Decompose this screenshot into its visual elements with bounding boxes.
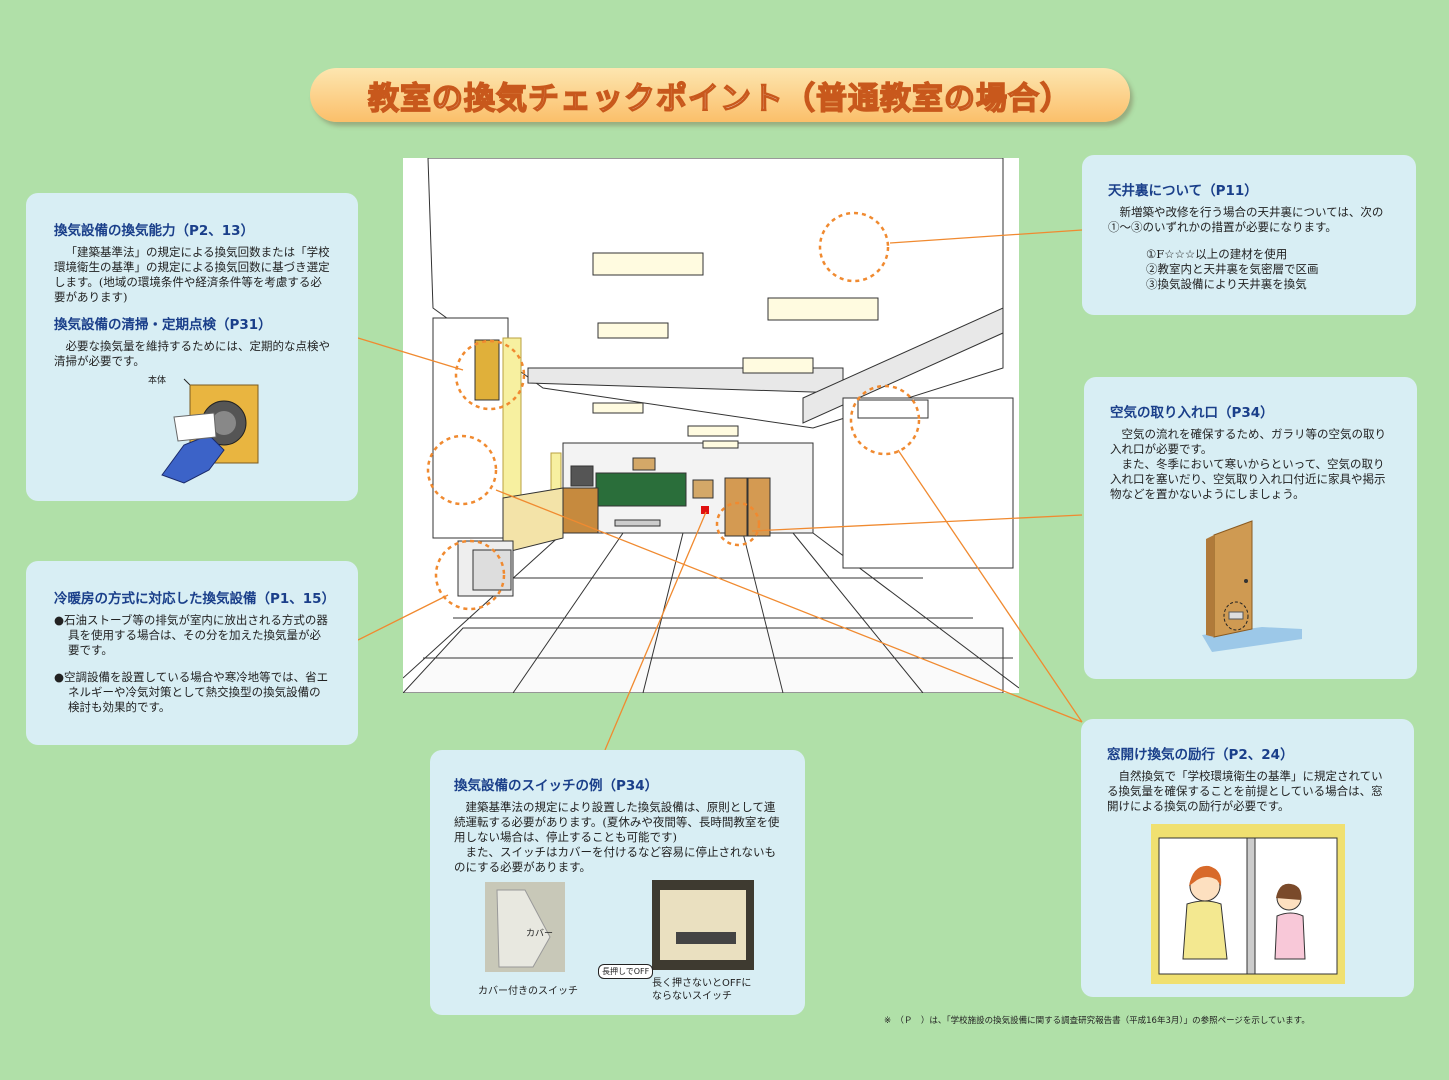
text-cleaning: 必要な換気量を維持するためには、定期的な点検や清掃が必要です。 bbox=[54, 339, 330, 368]
page-title: 教室の換気チェックポイント（普通教室の場合） bbox=[367, 80, 1072, 117]
bullet-aircon: ●空調設備を設置している場合や寒冷地等では、省エネルギーや冷気対策として熱交換型… bbox=[54, 670, 329, 714]
heading-window: 窓開け換気の励行（P2、24） bbox=[1107, 747, 1294, 763]
window-opening-illustration bbox=[1151, 824, 1345, 984]
text-window: 自然換気で「学校環境衛生の基準」に規定されている換気量を確保することを前提として… bbox=[1107, 769, 1383, 813]
card-ceiling-space: 天井裏について（P11） 新増築や改修を行う場合の天井裏については、次の①～③の… bbox=[1082, 155, 1416, 315]
heading-cleaning: 換気設備の清掃・定期点検（P31） bbox=[54, 317, 272, 333]
caption-long-press-1: 長く押さないとOFFに bbox=[652, 978, 752, 989]
list-item: ②教室内と天井裏を気密層で区画 bbox=[1146, 262, 1319, 276]
caption-cover-switch: カバー付きのスイッチ bbox=[478, 986, 578, 997]
text-ceiling: 新増築や改修を行う場合の天井裏については、次の①～③のいずれかの措置が必要になり… bbox=[1108, 205, 1384, 234]
long-press-label: 長押しでOFF bbox=[598, 964, 654, 979]
door-intake-illustration bbox=[1202, 520, 1302, 652]
heading-intake: 空気の取り入れ口（P34） bbox=[1110, 405, 1274, 421]
card-hvac-ventilation: 冷暖房の方式に対応した換気設備（P1、15） ●石油ストーブ等の排気が室内に放出… bbox=[26, 561, 358, 745]
text-intake-1: 空気の流れを確保するため、ガラリ等の空気の取り入れ口が必要です。 bbox=[1110, 427, 1386, 456]
list-item: ③換気設備により天井裏を換気 bbox=[1146, 277, 1307, 291]
heading-switch: 換気設備のスイッチの例（P34） bbox=[454, 778, 659, 794]
text-switch-2: また、スイッチはカバーを付けるなど容易に停止されないものにする必要があります。 bbox=[454, 845, 776, 874]
cover-switch-photo bbox=[485, 882, 565, 972]
heading-hvac: 冷暖房の方式に対応した換気設備（P1、15） bbox=[54, 591, 336, 607]
title-banner: 教室の換気チェックポイント（普通教室の場合） bbox=[310, 68, 1130, 122]
card-ventilation-capacity: 換気設備の換気能力（P2、13） 「建築基準法」の規定による換気回数または「学校… bbox=[26, 193, 358, 501]
long-press-switch-photo bbox=[652, 880, 754, 970]
fan-cleaning-illustration bbox=[161, 378, 259, 484]
caption-long-press-2: ならないスイッチ bbox=[652, 991, 732, 1002]
heading-capacity: 換気設備の換気能力（P2、13） bbox=[54, 223, 255, 239]
card-switch-example: 換気設備のスイッチの例（P34） 建築基準法の規定により設置した換気設備は、原則… bbox=[430, 750, 805, 1015]
bullet-stove: ●石油ストーブ等の排気が室内に放出される方式の器具を使用する場合は、その分を加え… bbox=[54, 613, 328, 657]
fan-body-label: 本体 bbox=[148, 376, 167, 386]
text-intake-2: また、冬季において寒いからといって、空気の取り入れ口を塞いだり、空気取り入れ口付… bbox=[1110, 457, 1386, 501]
cover-label: カバー bbox=[526, 929, 554, 939]
classroom-illustration bbox=[401, 157, 1020, 694]
heading-ceiling: 天井裏について（P11） bbox=[1108, 183, 1258, 199]
ceiling-measures-list: ①F☆☆☆以上の建材を使用 ②教室内と天井裏を気密層で区画 ③換気設備により天井… bbox=[1146, 247, 1390, 292]
list-item: ①F☆☆☆以上の建材を使用 bbox=[1146, 247, 1288, 261]
footnote: ※ （Ｐ ）は、「学校施設の換気設備に関する調査研究報告書（平成16年3月）」の… bbox=[884, 1016, 1310, 1026]
text-capacity: 「建築基準法」の規定による換気回数または「学校環境衛生の基準」の規定による換気回… bbox=[54, 245, 330, 304]
text-switch-1: 建築基準法の規定により設置した換気設備は、原則として連続運転する必要があります。… bbox=[454, 800, 780, 844]
card-air-intake: 空気の取り入れ口（P34） 空気の流れを確保するため、ガラリ等の空気の取り入れ口… bbox=[1084, 377, 1417, 679]
card-window-ventilation: 窓開け換気の励行（P2、24） 自然換気で「学校環境衛生の基準」に規定されている… bbox=[1081, 719, 1414, 997]
